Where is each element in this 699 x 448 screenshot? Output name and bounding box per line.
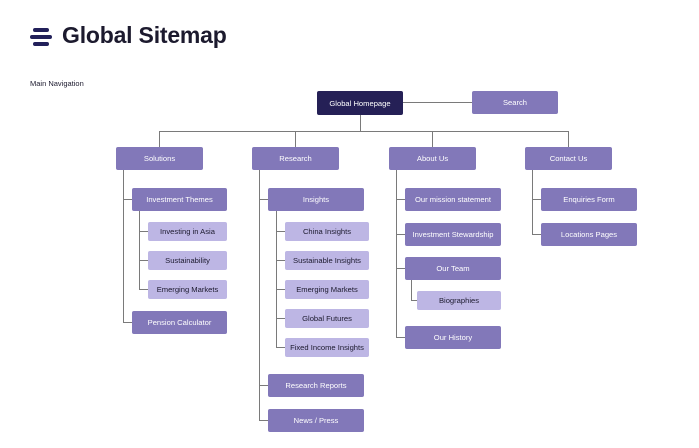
page-title: Global Sitemap <box>62 22 227 48</box>
node-enquiries-form[interactable]: Enquiries Form <box>541 188 637 211</box>
node-research[interactable]: Research <box>252 147 339 170</box>
node-biographies[interactable]: Biographies <box>417 291 501 310</box>
node-solutions[interactable]: Solutions <box>116 147 203 170</box>
section-subtitle: Main Navigation <box>30 79 84 88</box>
node-our-history[interactable]: Our History <box>405 326 501 349</box>
node-contact-us[interactable]: Contact Us <box>525 147 612 170</box>
stacked-lines-icon <box>30 27 52 47</box>
node-investing-in-asia[interactable]: Investing in Asia <box>148 222 227 241</box>
node-investment-stewardship[interactable]: Investment Stewardship <box>405 223 501 246</box>
node-about-us[interactable]: About Us <box>389 147 476 170</box>
node-investment-themes[interactable]: Investment Themes <box>132 188 227 211</box>
node-global-futures[interactable]: Global Futures <box>285 309 369 328</box>
node-sustainability[interactable]: Sustainability <box>148 251 227 270</box>
node-sustainable-insights[interactable]: Sustainable Insights <box>285 251 369 270</box>
node-china-insights[interactable]: China Insights <box>285 222 369 241</box>
node-our-team[interactable]: Our Team <box>405 257 501 280</box>
node-emerging-markets[interactable]: Emerging Markets <box>148 280 227 299</box>
node-fixed-income-insights[interactable]: Fixed Income Insights <box>285 338 369 357</box>
node-mission-statement[interactable]: Our mission statement <box>405 188 501 211</box>
node-insights[interactable]: Insights <box>268 188 364 211</box>
node-locations-pages[interactable]: Locations Pages <box>541 223 637 246</box>
node-global-homepage[interactable]: Global Homepage <box>317 91 403 115</box>
node-research-reports[interactable]: Research Reports <box>268 374 364 397</box>
node-emerging-markets-insights[interactable]: Emerging Markets <box>285 280 369 299</box>
node-pension-calculator[interactable]: Pension Calculator <box>132 311 227 334</box>
node-search[interactable]: Search <box>472 91 558 114</box>
node-news-press[interactable]: News / Press <box>268 409 364 432</box>
